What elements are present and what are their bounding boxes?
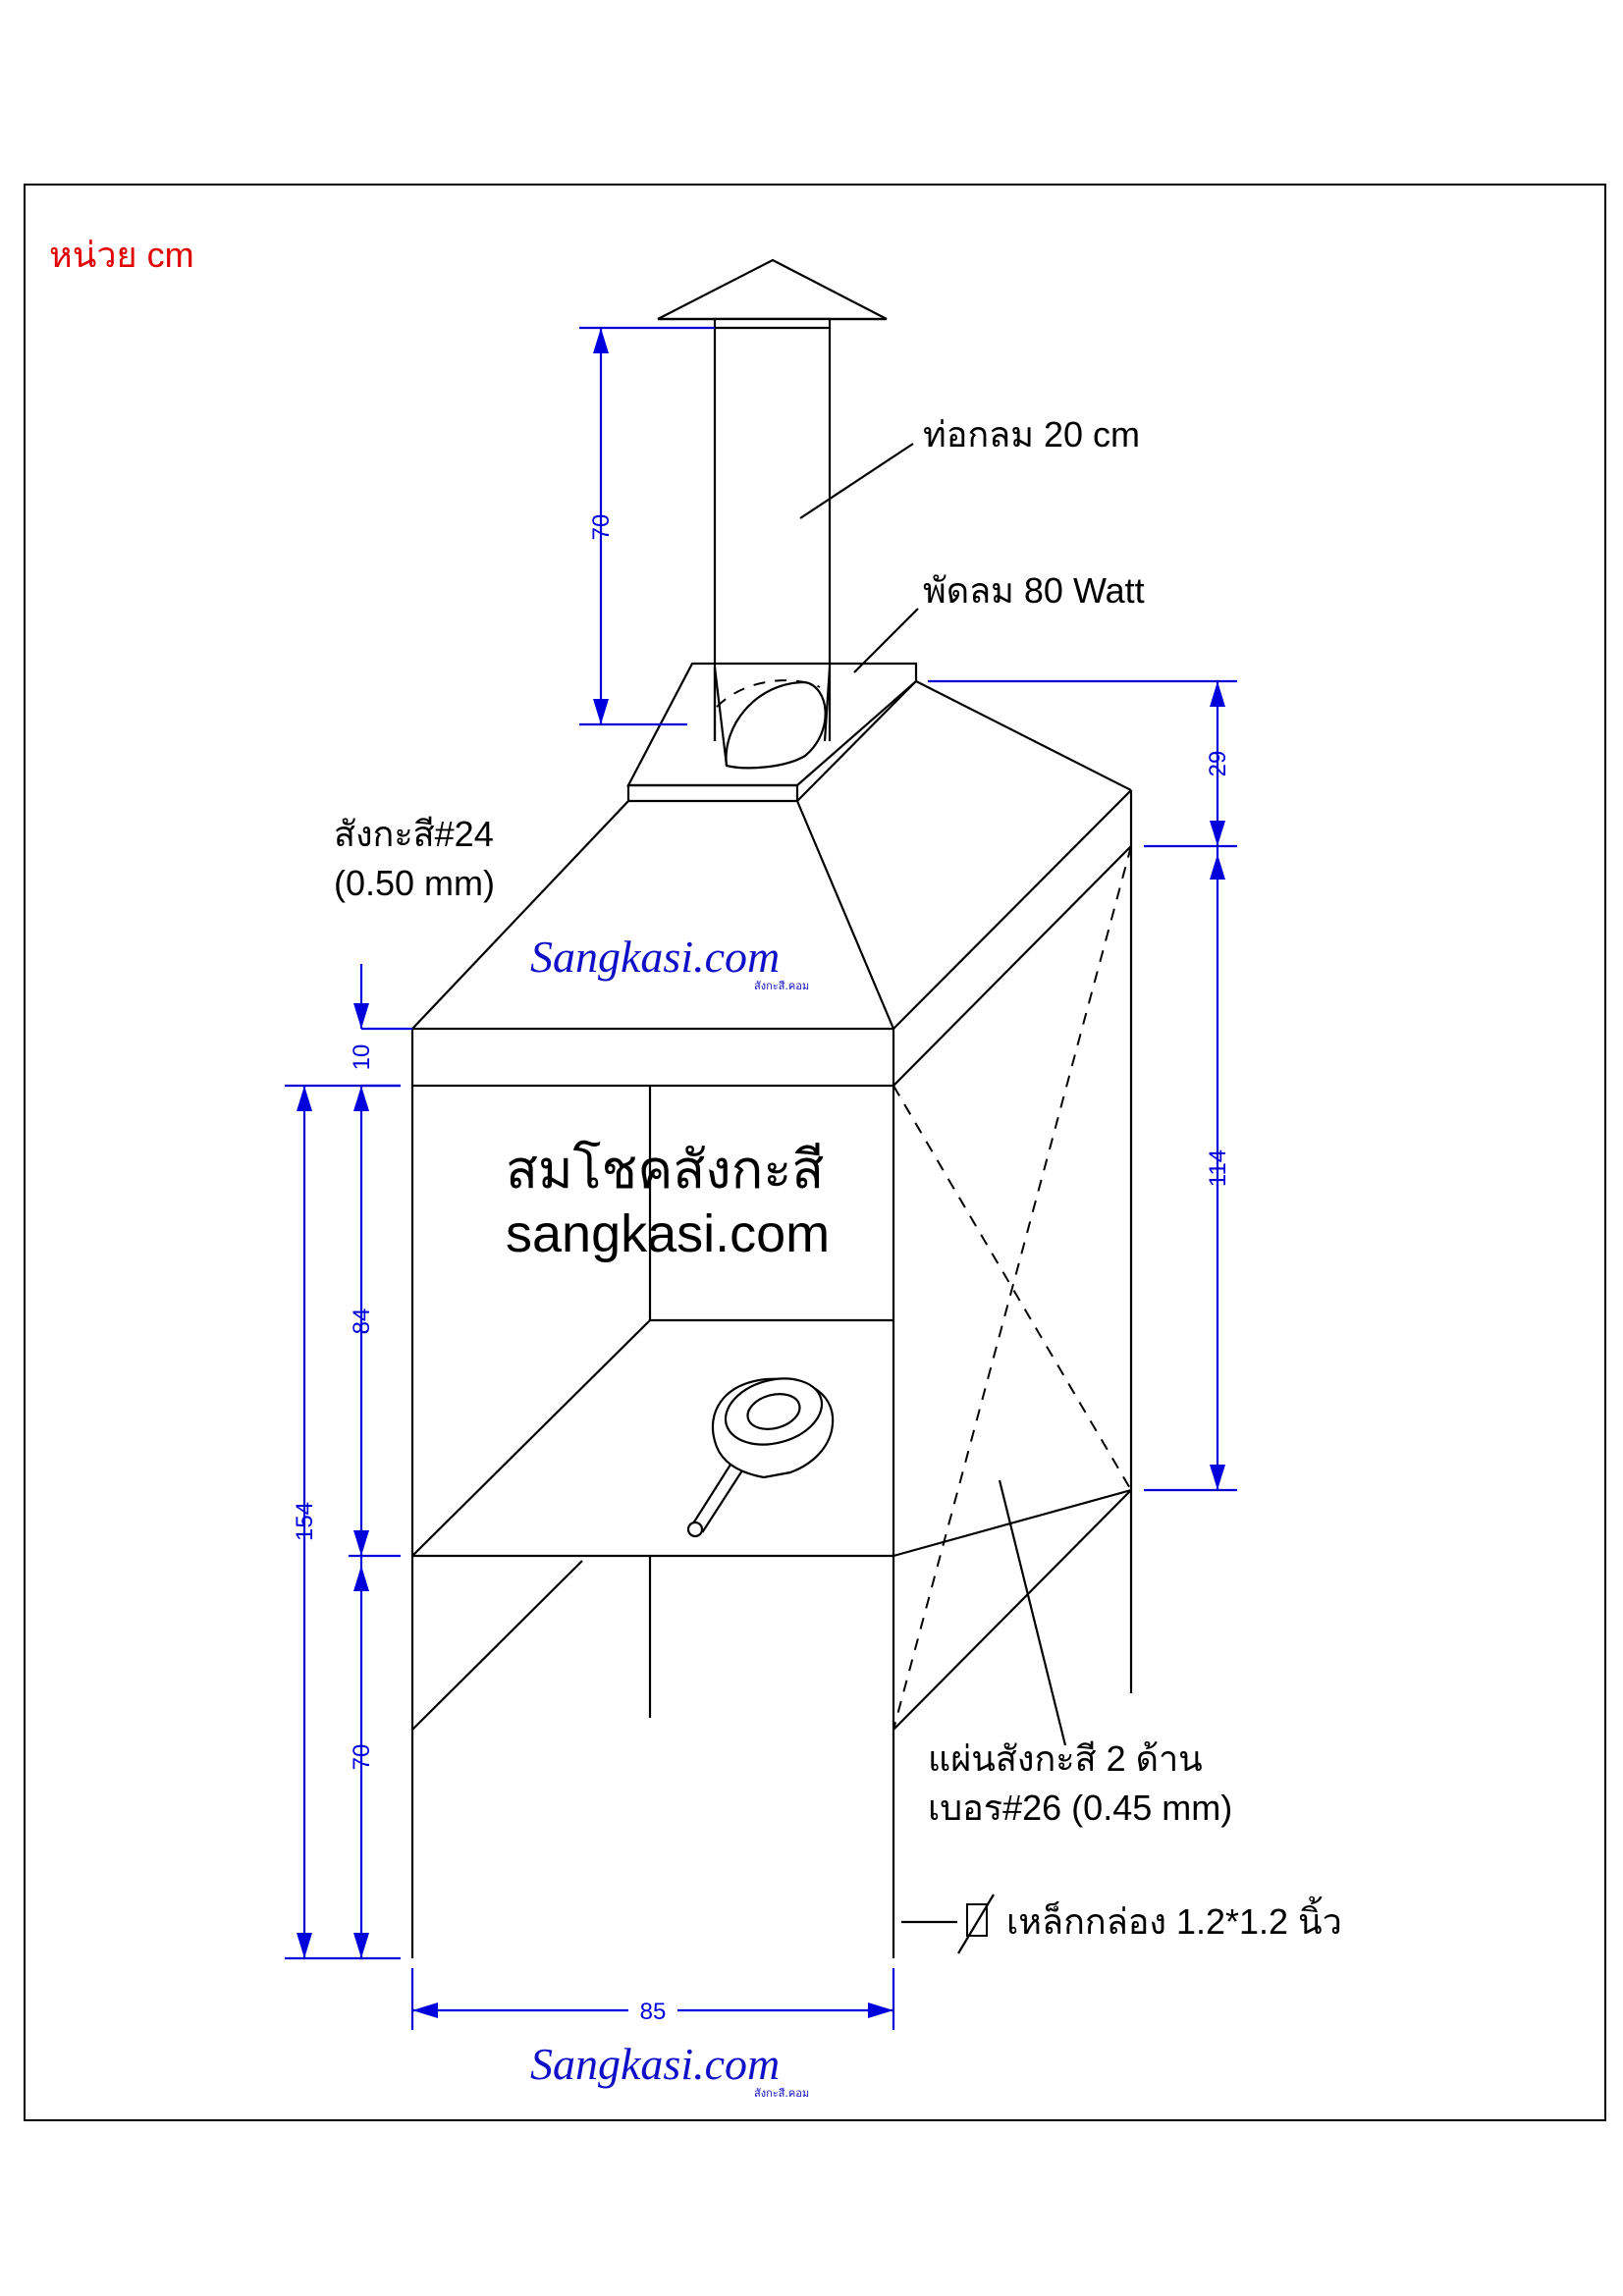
dim-panel-height-value: 114: [1205, 1149, 1231, 1187]
work-area: [410, 790, 1133, 1958]
dim-leg-lower-value: 70: [349, 1744, 375, 1771]
hood-sheet-label-line2: (0.50 mm): [334, 863, 495, 903]
duct-leader: [799, 443, 914, 519]
fan-label: พัดลม 80 Watt: [923, 570, 1145, 611]
frame-label: เหล็กกล่อง 1.2*1.2 นิ้ว: [1006, 1896, 1342, 1942]
dim-work-opening: 84: [285, 1084, 401, 1558]
dim-total-leg-value: 154: [292, 1502, 318, 1541]
side-sheet-leader: [998, 1479, 1067, 1746]
fan-opening: [713, 667, 832, 770]
watermark-bottom-small: สังกะสี.คอม: [754, 2087, 809, 2100]
dim-total-leg: 154: [292, 1086, 318, 1958]
frame-symbol-box: [966, 1903, 988, 1937]
watermark-top: Sangkasi.com: [530, 932, 780, 982]
drawing-border: [24, 184, 1606, 2121]
hood-sheet-label-line1: สังกะสี#24: [334, 814, 494, 854]
frame-symbol-slash: [957, 1894, 995, 1954]
fan-leader: [853, 608, 919, 673]
stove-burner: [686, 1377, 835, 1538]
hood-band: [410, 845, 1132, 1088]
watermark-bottom: Sangkasi.com: [530, 2039, 780, 2089]
hood-body: [411, 680, 1132, 1030]
unit-label: หน่วย cm: [49, 235, 194, 275]
watermark-top-small: สังกะสี.คอม: [754, 980, 809, 992]
dim-leg-lower: 70: [285, 1556, 401, 1960]
side-sheet-label-line1: แผ่นสังกะสี 2 ด้าน: [928, 1738, 1203, 1779]
dim-hood-band-value: 10: [349, 1044, 375, 1071]
dim-width: 85: [410, 1968, 895, 2030]
round-duct: [713, 328, 832, 741]
fan-plate: [626, 662, 918, 803]
chimney-cap: [657, 258, 888, 330]
side-sheet-label-line2: เบอร#26 (0.45 mm): [928, 1788, 1232, 1828]
shop-url: sangkasi.com: [506, 1204, 830, 1263]
dim-hood-height-value: 29: [1205, 751, 1231, 777]
dim-work-opening-value: 84: [349, 1308, 375, 1335]
lower-frame: [411, 1556, 652, 1731]
dim-hood-height: 29: [928, 679, 1237, 848]
shop-name: สมโชคสังกะสี: [506, 1140, 824, 1200]
dim-hood-band: 10: [349, 964, 412, 1088]
duct-label: ท่อกลม 20 cm: [923, 414, 1140, 454]
dim-duct-height-value: 70: [588, 514, 615, 541]
dim-panel-height: 114: [1144, 846, 1237, 1492]
dim-width-value: 85: [640, 1999, 667, 2025]
dim-duct-height: 70: [579, 326, 715, 726]
side-panel-dashed: [893, 845, 1132, 1731]
